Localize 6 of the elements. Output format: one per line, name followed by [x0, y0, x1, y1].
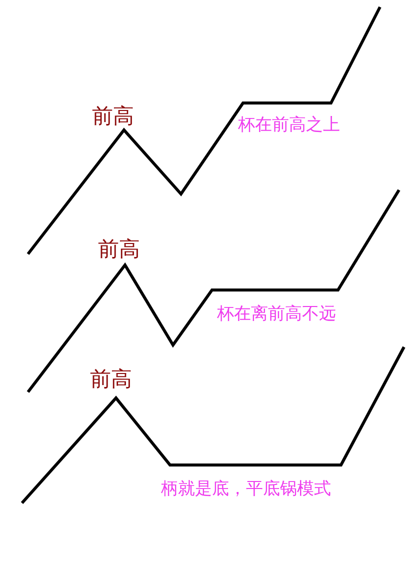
- pattern-note: 杯在前高之上: [238, 117, 340, 134]
- peak-label: 前高: [90, 369, 132, 390]
- pattern-note: 杯在离前高不远: [217, 306, 336, 323]
- peak-label: 前高: [98, 239, 140, 260]
- peak-label: 前高: [92, 106, 134, 127]
- pattern-note: 柄就是底，平底锅模式: [161, 481, 331, 498]
